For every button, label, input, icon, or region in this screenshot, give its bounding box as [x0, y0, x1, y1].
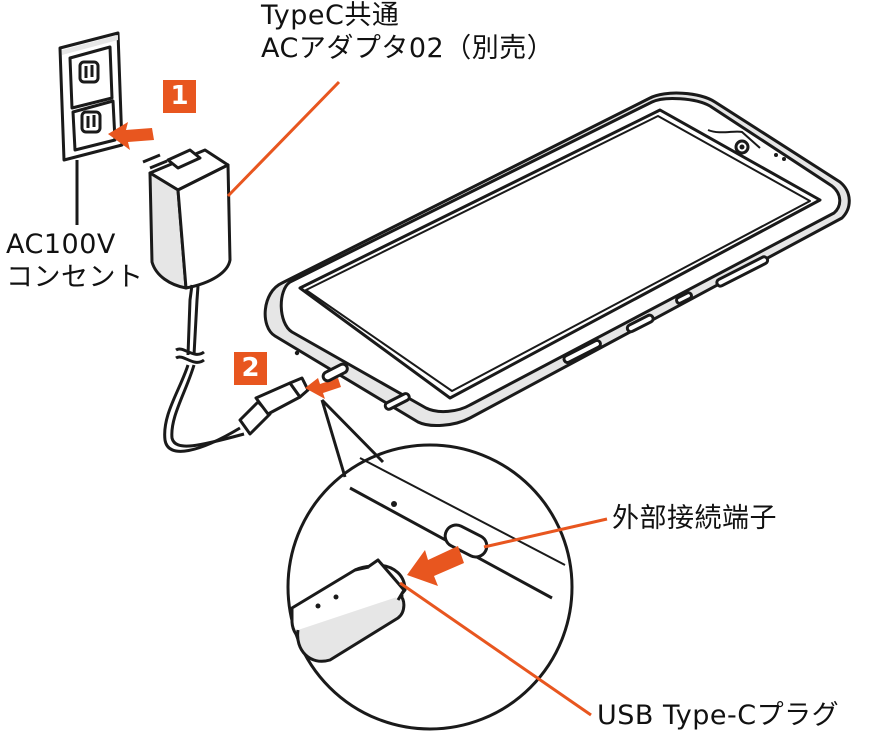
outlet-label-line1: AC100V: [6, 229, 116, 260]
smartphone-icon: [263, 91, 851, 427]
step2-badge: 2: [241, 353, 260, 383]
outlet-label-line2: コンセント: [6, 262, 144, 293]
port-label: 外部接続端子: [612, 503, 777, 534]
step1-badge: 1: [170, 81, 189, 111]
insert-arrow-icon: [407, 546, 464, 586]
magnifier-callout-icon: [286, 398, 574, 731]
ac-adapter-icon: [142, 148, 310, 453]
insert-arrow-icon: [305, 378, 341, 399]
adapter-label-line1: TypeC共通: [261, 0, 400, 31]
wall-outlet-icon: [58, 31, 124, 225]
adapter-label-line2: ACアダプタ02（別売）: [261, 33, 555, 64]
step1-badge-bg: [163, 80, 196, 113]
plug-leader-line: [399, 581, 592, 717]
adapter-leader-line: [226, 80, 341, 198]
usb-type-c-plug-icon: [290, 558, 407, 663]
plug-label: USB Type-Cプラグ: [597, 700, 840, 731]
insert-arrow-icon: [108, 122, 154, 150]
step2-badge-bg: [234, 352, 267, 385]
port-leader-line: [483, 517, 608, 549]
